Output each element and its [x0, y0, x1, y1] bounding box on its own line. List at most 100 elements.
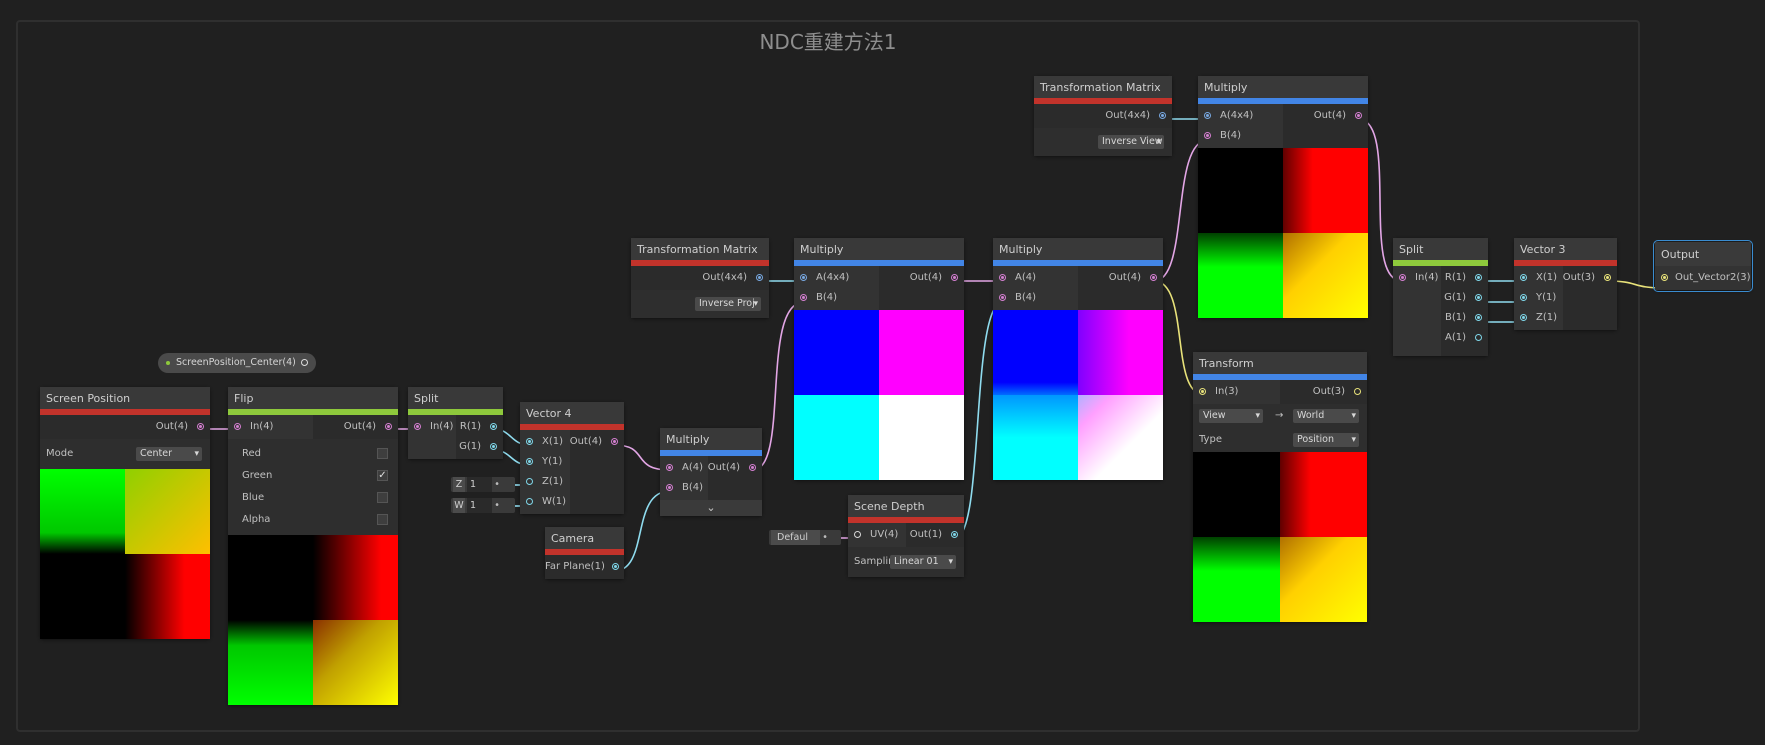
- checkbox[interactable]: [377, 492, 388, 503]
- port-dot-icon[interactable]: [1354, 388, 1361, 395]
- split-node-1[interactable]: Split In(4) R(1) G(1): [408, 387, 503, 459]
- port-dot-icon[interactable]: [1150, 274, 1157, 281]
- port-dot-icon[interactable]: [999, 294, 1006, 301]
- transformation-matrix-node-1[interactable]: Transformation Matrix Out(4x4) Inverse P…: [631, 238, 769, 318]
- node-title[interactable]: Camera: [545, 527, 624, 549]
- port-dot-icon[interactable]: [1520, 314, 1527, 321]
- port-dot-icon[interactable]: [1204, 112, 1211, 119]
- mode-dropdown[interactable]: Center: [136, 447, 202, 461]
- vector3-node[interactable]: Vector 3 X(1) Y(1) Z(1) Out(3): [1514, 238, 1617, 330]
- port-dot-icon[interactable]: [526, 458, 533, 465]
- out-port-row[interactable]: Out(4): [1283, 106, 1368, 126]
- port-dot-icon[interactable]: [611, 438, 618, 445]
- port-dot-icon[interactable]: [1604, 274, 1611, 281]
- field-value[interactable]: 1: [467, 477, 492, 492]
- port-dot-icon[interactable]: [385, 423, 392, 430]
- port-dot-icon[interactable]: [1204, 132, 1211, 139]
- in-port-row[interactable]: A(4): [993, 268, 1078, 288]
- out-port-row[interactable]: B(1): [1441, 308, 1489, 328]
- port-dot-icon[interactable]: [414, 423, 421, 430]
- expand-preview-chevron-icon[interactable]: ⌄: [660, 500, 762, 516]
- port-dot-icon[interactable]: [999, 274, 1006, 281]
- multiply-node-3[interactable]: Multiply A(4x4) B(4) Out(4): [1198, 76, 1368, 318]
- port-dot-icon[interactable]: [490, 423, 497, 430]
- out-port-row[interactable]: R(1): [456, 417, 504, 437]
- out-port-row[interactable]: Out(4x4): [1034, 106, 1172, 126]
- multiply-node-1[interactable]: Multiply A(4x4) B(4) Out(4): [794, 238, 964, 480]
- in-port-row[interactable]: Y(1): [1514, 288, 1563, 308]
- port-dot-icon[interactable]: [1520, 294, 1527, 301]
- port-dot-icon[interactable]: [1199, 388, 1206, 395]
- type-dropdown[interactable]: Position: [1293, 433, 1359, 447]
- in-port-row[interactable]: In(4): [228, 417, 313, 437]
- node-title[interactable]: Split: [408, 387, 503, 409]
- transform-node[interactable]: Transform In(3) Out(3) View → World Type…: [1193, 352, 1367, 622]
- port-dot-icon[interactable]: [1475, 314, 1482, 321]
- out-port-row[interactable]: Out(4): [879, 268, 964, 288]
- to-space-dropdown[interactable]: World: [1293, 409, 1359, 423]
- in-port-row[interactable]: Y(1): [520, 452, 570, 472]
- port-dot-icon[interactable]: [854, 531, 861, 538]
- out-port-row[interactable]: Out(4): [708, 458, 762, 478]
- in-port-row[interactable]: B(4): [1198, 126, 1283, 146]
- node-title[interactable]: Split: [1393, 238, 1488, 260]
- camera-node[interactable]: Camera Far Plane(1): [545, 527, 624, 579]
- toggle-alpha[interactable]: Alpha: [228, 509, 398, 531]
- port-dot-icon[interactable]: [197, 423, 204, 430]
- in-port-row[interactable]: B(4): [794, 288, 879, 308]
- checkbox[interactable]: [377, 514, 388, 525]
- in-port-row[interactable]: B(4): [993, 288, 1078, 308]
- screen-position-node[interactable]: Screen Position Out(4) Mode Center: [40, 387, 210, 639]
- in-port-row[interactable]: In(4): [1393, 268, 1441, 288]
- checkbox-checked[interactable]: ✓: [377, 470, 388, 481]
- node-title[interactable]: Transformation Matrix: [631, 238, 769, 260]
- in-port-row[interactable]: UV(4): [848, 525, 906, 545]
- node-title[interactable]: Output: [1655, 242, 1751, 266]
- in-port-row[interactable]: Z(1): [520, 472, 570, 492]
- node-title[interactable]: Transform: [1193, 352, 1367, 374]
- port-dot-icon[interactable]: [800, 274, 807, 281]
- port-dot-icon[interactable]: [749, 464, 756, 471]
- port-dot-icon[interactable]: [1520, 274, 1527, 281]
- port-dot-icon[interactable]: [1399, 274, 1406, 281]
- matrix-type-dropdown[interactable]: Inverse Proj: [695, 297, 761, 311]
- node-title[interactable]: Multiply: [660, 428, 762, 450]
- sampling-dropdown[interactable]: Linear 01: [890, 555, 956, 569]
- property-pill[interactable]: ScreenPosition_Center(4): [158, 353, 316, 373]
- multiply-node-small[interactable]: Multiply A(4) B(4) Out(4) ⌄: [660, 428, 762, 516]
- out-port-row[interactable]: Out(4x4): [631, 268, 769, 288]
- in-port-row[interactable]: Z(1): [1514, 308, 1563, 328]
- port-dot-icon[interactable]: [490, 443, 497, 450]
- port-dot-icon[interactable]: [611, 563, 619, 570]
- group-title[interactable]: NDC重建方法1: [759, 30, 897, 54]
- uv-default-dropdown[interactable]: Defaul: [771, 530, 820, 545]
- node-title[interactable]: Multiply: [1198, 76, 1368, 98]
- port-dot-icon[interactable]: [526, 498, 533, 505]
- out-port-row[interactable]: Out(3): [1280, 382, 1367, 402]
- checkbox[interactable]: [377, 448, 388, 459]
- port-dot-icon[interactable]: [666, 484, 673, 491]
- vector4-node[interactable]: Vector 4 X(1) Y(1) Z(1) W(1) Out(4): [520, 402, 624, 514]
- port-dot-icon[interactable]: [666, 464, 673, 471]
- port-dot-icon[interactable]: [951, 274, 958, 281]
- toggle-blue[interactable]: Blue: [228, 487, 398, 509]
- node-title[interactable]: Transformation Matrix: [1034, 76, 1172, 98]
- port-dot-icon[interactable]: [526, 438, 533, 445]
- from-space-dropdown[interactable]: View: [1199, 409, 1263, 423]
- uv-default-field[interactable]: Defaul•: [769, 530, 841, 545]
- out-port-row[interactable]: Far Plane(1): [545, 557, 625, 577]
- out-port-row[interactable]: Out(1): [906, 525, 964, 545]
- in-port-row[interactable]: A(4x4): [794, 268, 879, 288]
- flip-node[interactable]: Flip In(4) Out(4) Red Green✓ Blue Alpha: [228, 387, 398, 705]
- in-port-row[interactable]: In(3): [1193, 382, 1280, 402]
- port-dot-icon[interactable]: [1661, 274, 1668, 281]
- scene-depth-node[interactable]: Scene Depth UV(4) Out(1) Samplin Linear …: [848, 495, 964, 577]
- in-port-row[interactable]: A(4x4): [1198, 106, 1283, 126]
- port-dot-icon[interactable]: [1475, 334, 1482, 341]
- port-dot-icon[interactable]: [951, 531, 958, 538]
- port-dot-icon[interactable]: [1475, 274, 1482, 281]
- matrix-type-dropdown[interactable]: Inverse View: [1098, 135, 1164, 149]
- port-dot-icon[interactable]: [1475, 294, 1482, 301]
- split-node-2[interactable]: Split In(4) R(1) G(1) B(1) A(1): [1393, 238, 1488, 356]
